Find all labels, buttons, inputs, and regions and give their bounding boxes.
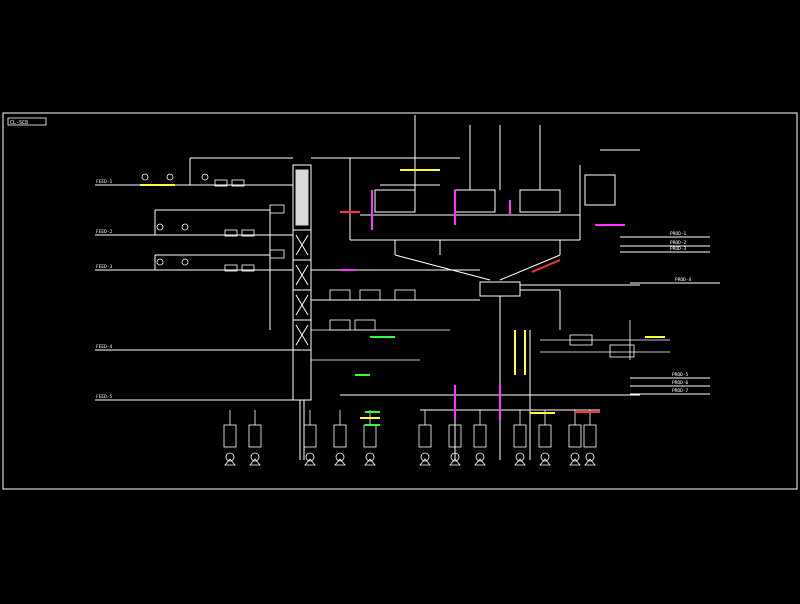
pump-unit [248, 410, 262, 466]
feed-label-2: FEED-2 [96, 229, 113, 235]
outlet-label-2: PROD-2 [670, 240, 687, 246]
pump-unit [303, 410, 317, 466]
feed-label-3: FEED-3 [96, 264, 113, 270]
left-instruments [141, 173, 285, 272]
pump-unit [583, 410, 597, 466]
magenta-lines [340, 190, 625, 420]
feed-label-5: FEED-5 [96, 394, 113, 400]
feed-label-4: FEED-4 [96, 344, 113, 350]
pump-unit [333, 410, 347, 466]
red-lines [340, 211, 600, 413]
drawing-border [2, 112, 798, 490]
right-outlets [620, 236, 720, 395]
outlet-label-5: PROD-5 [672, 372, 689, 378]
outlet-label-4: PROD-4 [675, 277, 692, 283]
yellow-lines [140, 169, 665, 419]
green-lines [355, 336, 395, 426]
outlet-label-6: PROD-6 [672, 380, 689, 386]
outlet-label-3: PROD-3 [670, 246, 687, 252]
feed-lines [95, 157, 293, 401]
pump-unit [568, 410, 582, 466]
side-exchangers [311, 289, 450, 361]
pump-row [223, 410, 597, 466]
title-block-box [7, 117, 47, 126]
overhead-system [311, 115, 640, 281]
bottom-header [340, 330, 640, 460]
outlet-label-1: PROD-1 [670, 231, 687, 237]
title-block-label: CL-SC8 [10, 120, 28, 126]
outlet-label-7: PROD-7 [672, 388, 689, 394]
pump-unit [513, 410, 527, 466]
pump-unit [223, 410, 237, 466]
pump-unit [473, 410, 487, 466]
pump-unit [538, 410, 552, 466]
right-vessels [540, 320, 670, 360]
pump-unit [418, 410, 432, 466]
column-base [299, 400, 305, 460]
central-manifold [311, 269, 640, 380]
main-column [292, 164, 312, 401]
feed-label-1: FEED-1 [96, 179, 113, 185]
